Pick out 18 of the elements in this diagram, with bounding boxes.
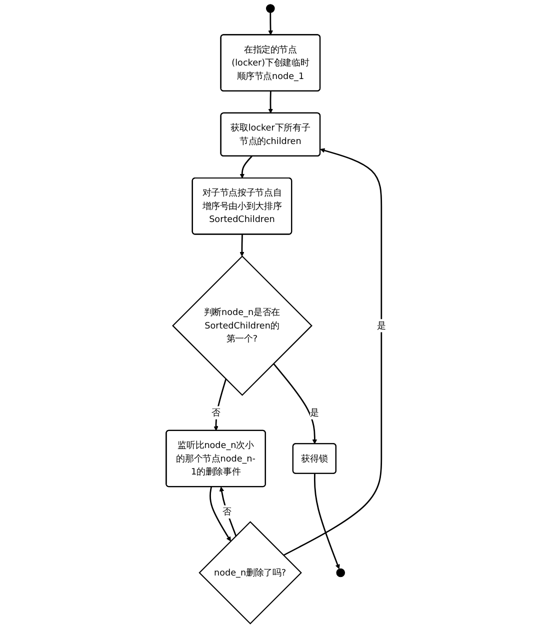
- node-circle: [336, 568, 346, 578]
- arrow: [219, 486, 237, 536]
- edge-label: 否: [222, 506, 232, 517]
- arrow: [240, 156, 252, 178]
- arrow: [268, 12, 273, 36]
- edge-label: 否: [211, 407, 220, 418]
- node-circle: [266, 4, 275, 13]
- arrow: [283, 148, 382, 556]
- arrow: [214, 378, 227, 431]
- arrow: [268, 91, 273, 114]
- arrow: [314, 474, 340, 570]
- arrow: [272, 363, 318, 444]
- arrow: [209, 486, 231, 542]
- node-diamond: 判断node_n是否在SortedChildren的第一个?: [172, 255, 312, 396]
- edge-label: 是: [376, 320, 386, 331]
- edge-label: 是: [310, 407, 319, 418]
- node-diamond: node_n删除了吗?: [198, 521, 302, 624]
- arrow: [240, 234, 244, 256]
